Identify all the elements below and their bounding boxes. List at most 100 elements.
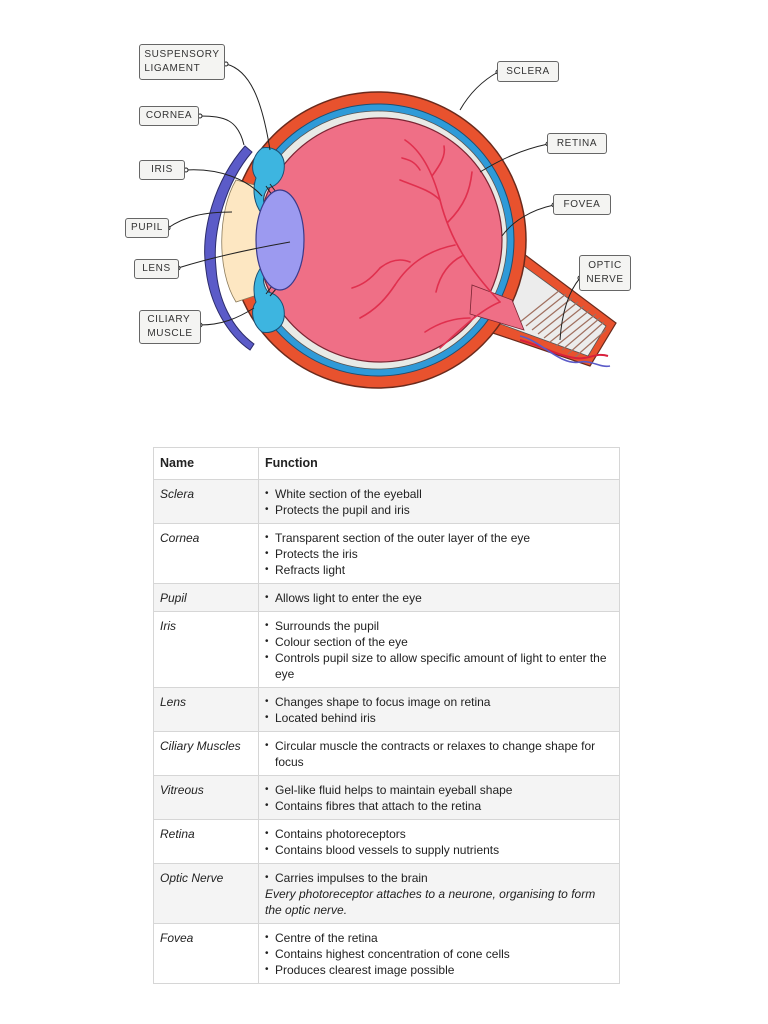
table-row: Pupil Allows light to enter the eye <box>153 583 620 612</box>
table-row: Ciliary MusclesCircular muscle the contr… <box>153 731 620 776</box>
label-pupil-text: PUPIL <box>131 222 163 233</box>
label-ciliary-muscle: CILIARY MUSCLE <box>139 310 201 344</box>
function-list: Carries impulses to the brain <box>265 870 613 886</box>
optic-nerve-fibres <box>519 289 607 359</box>
eye-illustration <box>165 61 617 389</box>
row-name: Retina <box>153 819 259 864</box>
row-function: Surrounds the pupilColour section of the… <box>258 611 620 688</box>
optic-disc <box>469 284 525 331</box>
function-list: Allows light to enter the eye <box>265 590 613 606</box>
function-item: Carries impulses to the brain <box>265 870 613 886</box>
row-name: Cornea <box>153 523 259 584</box>
label-cornea: CORNEA <box>139 106 199 126</box>
label-sclera-text: SCLERA <box>506 65 550 77</box>
label-ciliary-line2: MUSCLE <box>147 328 193 339</box>
ciliary-upper <box>252 147 285 215</box>
label-suspensory-line1: SUSPENSORY <box>144 49 220 60</box>
function-item: Contains highest concentration of cone c… <box>265 946 613 962</box>
function-item: Gel-like fluid helps to maintain eyeball… <box>265 782 613 798</box>
row-function: Allows light to enter the eye <box>258 583 620 612</box>
row-name: Optic Nerve <box>153 863 259 924</box>
function-list: Transparent section of the outer layer o… <box>265 530 613 578</box>
table-row: Cornea Transparent section of the outer l… <box>153 523 620 584</box>
row-function: Contains photoreceptorsContains blood ve… <box>258 819 620 864</box>
row-name: Iris <box>153 611 259 688</box>
row-function: White section of the eyeballProtects the… <box>258 479 620 524</box>
label-fovea: FOVEA <box>553 194 611 215</box>
function-list: Gel-like fluid helps to maintain eyeball… <box>265 782 613 814</box>
label-optic-line1: OPTIC <box>588 260 622 271</box>
function-item: White section of the eyeball <box>265 486 613 502</box>
row-name: Ciliary Muscles <box>153 731 259 776</box>
function-item: Centre of the retina <box>265 930 613 946</box>
leader-lines <box>167 63 581 341</box>
label-retina-text: RETINA <box>556 137 598 149</box>
row-function: Gel-like fluid helps to maintain eyeball… <box>258 775 620 820</box>
label-optic-nerve: OPTIC NERVE <box>579 255 631 291</box>
function-list: Surrounds the pupilColour section of the… <box>265 618 613 682</box>
function-item: Protects the iris <box>265 546 613 562</box>
function-item: Colour section of the eye <box>265 634 613 650</box>
row-function: Centre of the retinaContains highest con… <box>258 923 620 984</box>
label-cornea-text: CORNEA <box>145 110 193 121</box>
table-row: IrisSurrounds the pupilColour section of… <box>153 611 620 688</box>
optic-nerve-vessel-blue <box>519 335 611 368</box>
label-iris-text: IRIS <box>151 164 173 175</box>
label-lens: LENS <box>134 259 179 279</box>
function-list: Changes shape to focus image on retinaLo… <box>265 694 613 726</box>
function-list: Centre of the retinaContains highest con… <box>265 930 613 978</box>
table-row: Optic NerveCarries impulses to the brain… <box>153 863 620 924</box>
header-function: Function <box>258 447 620 480</box>
row-function: Changes shape to focus image on retinaLo… <box>258 687 620 732</box>
function-list: White section of the eyeballProtects the… <box>265 486 613 518</box>
label-iris: IRIS <box>139 160 185 180</box>
function-item: Protects the pupil and iris <box>265 502 613 518</box>
eye-structure-table: Name Function ScleraWhite section of the… <box>153 447 620 984</box>
function-list: Circular muscle the contracts or relaxes… <box>265 738 613 770</box>
row-name: Fovea <box>153 923 259 984</box>
function-list: Contains photoreceptorsContains blood ve… <box>265 826 613 858</box>
function-note: Every photoreceptor attaches to a neuron… <box>265 887 596 917</box>
function-item: Changes shape to focus image on retina <box>265 694 613 710</box>
row-function: Transparent section of the outer layer o… <box>258 523 620 584</box>
eye-diagram: SUSPENSORY LIGAMENT CORNEA IRIS PUPIL LE… <box>0 0 768 420</box>
retinal-blood-vessels <box>351 139 501 349</box>
ciliary-lower <box>252 265 285 333</box>
table-row: LensChanges shape to focus image on reti… <box>153 687 620 732</box>
row-name: Lens <box>153 687 259 732</box>
function-item: Surrounds the pupil <box>265 618 613 634</box>
row-name: Vitreous <box>153 775 259 820</box>
function-item: Located behind iris <box>265 710 613 726</box>
function-item: Allows light to enter the eye <box>265 590 613 606</box>
function-item: Refracts light <box>265 562 613 578</box>
table-header-row: Name Function <box>153 447 620 480</box>
label-ciliary-line1: CILIARY <box>147 314 191 325</box>
label-sclera: SCLERA <box>497 61 559 82</box>
label-lens-text: LENS <box>142 263 171 274</box>
label-retina: RETINA <box>547 133 607 154</box>
label-fovea-text: FOVEA <box>563 198 601 210</box>
function-item: Contains fibres that attach to the retin… <box>265 798 613 814</box>
function-item: Contains photoreceptors <box>265 826 613 842</box>
function-item: Contains blood vessels to supply nutrien… <box>265 842 613 858</box>
row-name: Sclera <box>153 479 259 524</box>
row-name: Pupil <box>153 583 259 612</box>
table-row: ScleraWhite section of the eyeballProtec… <box>153 479 620 524</box>
label-suspensory-line2: LIGAMENT <box>144 63 201 74</box>
lens-shape <box>255 189 305 291</box>
optic-nerve-vessel-red <box>519 339 609 360</box>
header-name: Name <box>153 447 259 480</box>
function-item: Produces clearest image possible <box>265 962 613 978</box>
table-body: ScleraWhite section of the eyeballProtec… <box>153 479 620 984</box>
table-row: FoveaCentre of the retinaContains highes… <box>153 923 620 984</box>
cornea-shape <box>204 145 255 351</box>
table-row: Vitreous Gel-like fluid helps to maintain… <box>153 775 620 820</box>
function-item: Circular muscle the contracts or relaxes… <box>265 738 613 770</box>
row-function: Circular muscle the contracts or relaxes… <box>258 731 620 776</box>
label-suspensory-ligament: SUSPENSORY LIGAMENT <box>139 44 225 80</box>
function-item: Transparent section of the outer layer o… <box>265 530 613 546</box>
label-pupil: PUPIL <box>125 218 169 238</box>
function-item: Controls pupil size to allow specific am… <box>265 650 613 682</box>
table-row: RetinaContains photoreceptorsContains bl… <box>153 819 620 864</box>
